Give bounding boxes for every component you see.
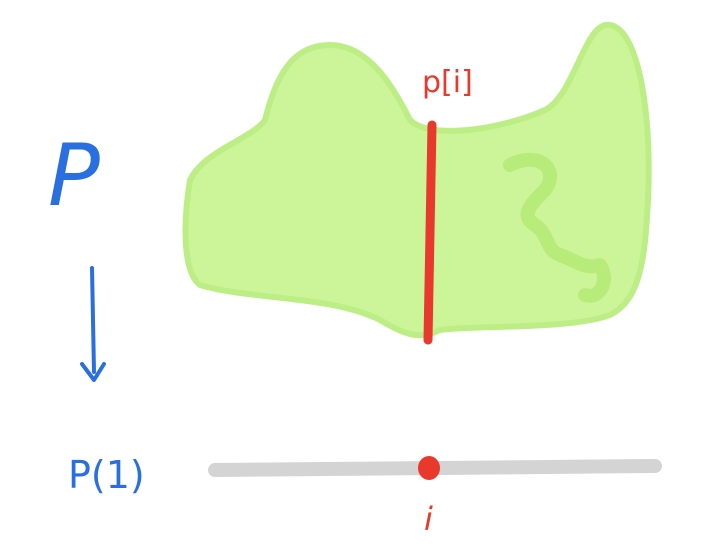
- index-label: i: [424, 500, 433, 538]
- base-label: P(1): [68, 453, 145, 497]
- space-label: P: [48, 126, 100, 226]
- region-fill: [182, 21, 652, 339]
- region-scribble: [503, 152, 611, 303]
- fiber-label: p[i]: [422, 65, 473, 100]
- base-point: [418, 456, 440, 480]
- region-blob: [182, 21, 652, 339]
- fiber-line: [423, 120, 437, 345]
- projection-arrow-icon: [80, 266, 106, 382]
